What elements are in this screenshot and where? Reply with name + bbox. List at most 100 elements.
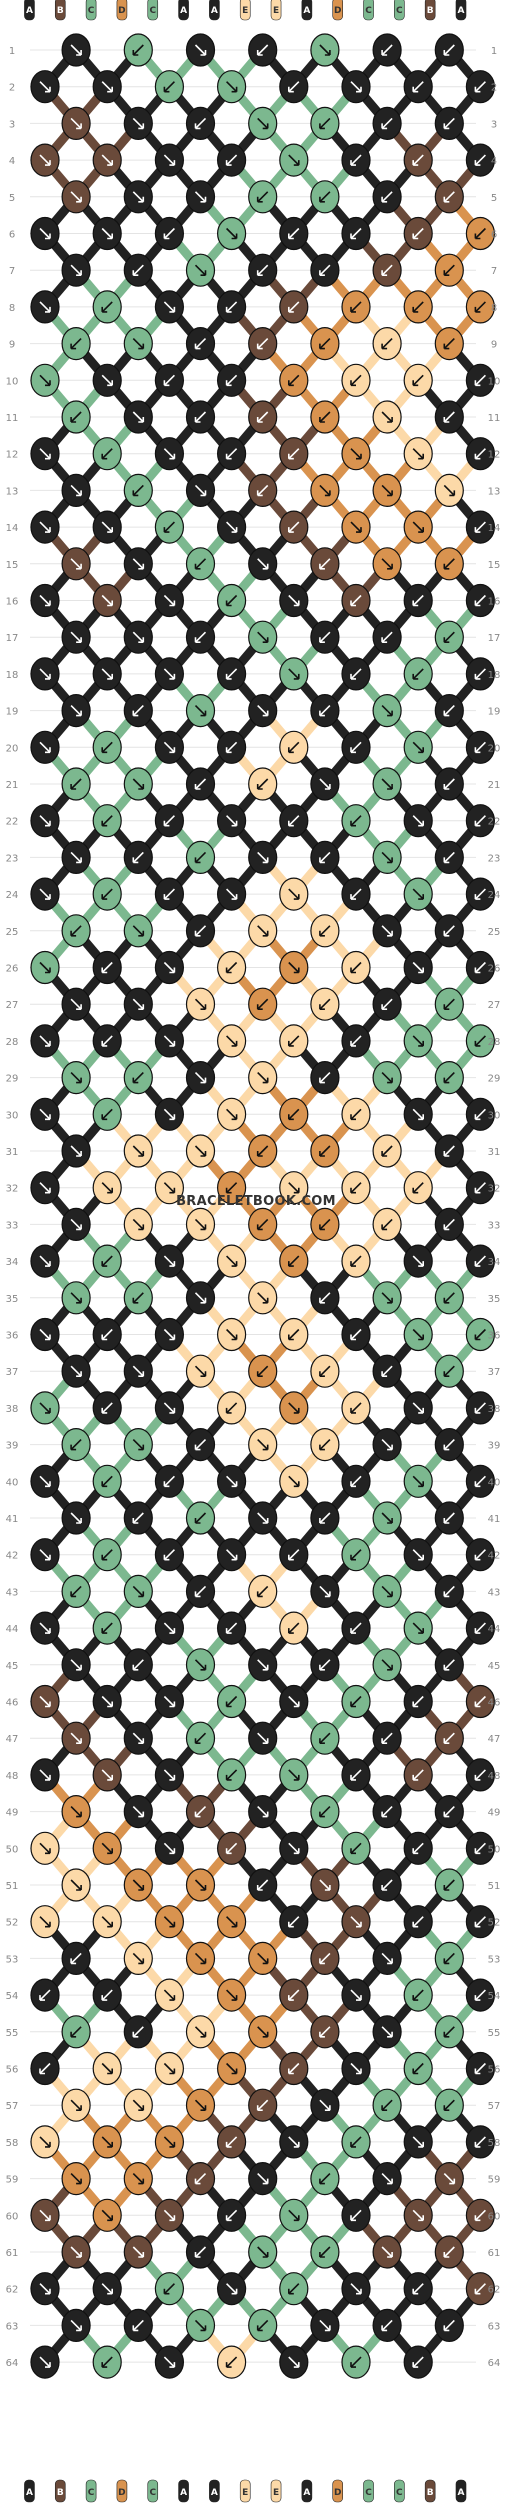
knot-arrow [132,1659,144,1671]
knot-arrow-head [256,1371,263,1377]
row-number-left: 50 [6,1844,19,1855]
knot-arrow-head [200,710,207,717]
knot-arrow-head [132,490,139,497]
knot-arrow-head [45,673,51,680]
knot-arrow-head [350,600,356,607]
row-number-left: 46 [6,1698,19,1709]
knot-arrow-head [101,894,108,900]
knot-arrow-head [418,1481,424,1488]
knot-arrow [163,1108,175,1120]
knot-arrow-head [288,453,294,460]
knot-arrow-head [169,1407,176,1414]
knot-arrow [474,1402,486,1414]
knot-arrow-head [169,2068,176,2075]
knot-arrow [101,1182,113,1194]
knot-arrow [257,1585,269,1597]
knot-arrow [163,2283,175,2295]
knot-arrow [39,1108,51,1120]
knot-arrow [194,191,207,203]
knot-arrow [319,1732,331,1744]
knot-arrow-head [443,343,450,350]
watermark-text: BRACELETBOOK.COM [176,1194,336,1209]
row-number-right: 53 [488,1954,501,1965]
knot-arrow [319,1365,331,1377]
knot-arrow [70,2246,82,2258]
knot-arrow [163,2136,175,2148]
knot-arrow [257,558,269,570]
knot-arrow [474,2283,486,2295]
knot-arrow-head [231,1114,238,1121]
knot-arrow-head [138,1004,145,1010]
knot-arrow-head [256,50,263,56]
knot-arrow-head [387,784,393,790]
knot-arrow [412,741,424,753]
knot-arrow-head [70,1958,77,1965]
knot-arrow-head [418,747,424,754]
knot-arrow-head [138,1591,145,1598]
knot-arrow-head [76,1004,82,1010]
knot-arrow [412,227,424,240]
row-number-left: 30 [6,1110,19,1121]
knot-arrow-head [443,1518,450,1524]
row-number-right: 45 [488,1661,501,1672]
knot-arrow-head [293,2141,300,2148]
knot-arrow-head [107,1921,113,1928]
knot-arrow [381,191,393,203]
knot-arrow-head [443,2252,450,2258]
knot-arrow-head [443,270,450,276]
knot-arrow-head [169,2215,176,2222]
knot-arrow-head [387,1958,393,1965]
row-number-left: 19 [6,707,19,718]
knot-arrow [101,594,113,607]
knot-arrow [381,1218,393,1230]
knot-arrow [70,998,82,1010]
knot-arrow-head [194,2252,201,2258]
knot-arrow [319,2319,331,2331]
knot-arrow [39,374,51,386]
strand-label-top-letter: C [396,6,403,16]
knot-arrow-head [443,637,450,643]
knot-arrow [257,1218,269,1230]
knot-arrow [257,925,269,937]
knot-arrow-head [107,1187,113,1194]
row-number-left: 5 [9,193,15,204]
knot-arrow-head [225,1701,232,1708]
knot-arrow-head [387,1664,393,1671]
knot-arrow-head [288,1040,294,1047]
knot-arrow [226,1035,238,1047]
knot-arrow-head [262,1444,269,1451]
knot-arrow [226,1182,238,1194]
row-number-right: 37 [488,1367,501,1378]
knot-arrow-head [225,1628,232,1634]
knot-arrow [350,961,362,974]
knot-arrow-head [474,894,481,900]
knot-arrow-head [200,196,207,203]
strand-label-bottom-letter: C [88,2488,95,2498]
row-number-left: 20 [6,743,19,754]
knot-arrow-head [381,343,388,350]
knot-arrow-head [225,2362,232,2368]
knot-arrow [288,1475,300,1487]
knot-arrow-head [194,637,201,643]
knot-arrow-head [474,306,481,313]
knot-arrow [443,264,455,276]
knot-arrow [381,1659,393,1671]
knot-arrow-head [350,1187,356,1194]
knot-arrow-head [225,453,232,460]
knot-arrow-head [45,306,51,313]
knot-arrow [381,1806,393,1818]
knot-arrow [194,1732,207,1744]
knot-arrow-head [387,857,393,864]
strand-label-bottom-swatch [394,2479,405,2503]
knot-arrow [101,521,113,533]
knot-arrow-head [262,1738,269,1744]
knot-arrow-head [350,1701,356,1708]
knot-arrow [474,741,486,753]
knot-arrow [132,1218,144,1230]
knot-arrow-head [443,1664,450,1671]
knot-arrow-head [293,600,300,607]
knot-arrow-head [418,1040,424,1047]
knot-arrow [70,1512,82,1524]
knot-arrow [443,1512,455,1524]
